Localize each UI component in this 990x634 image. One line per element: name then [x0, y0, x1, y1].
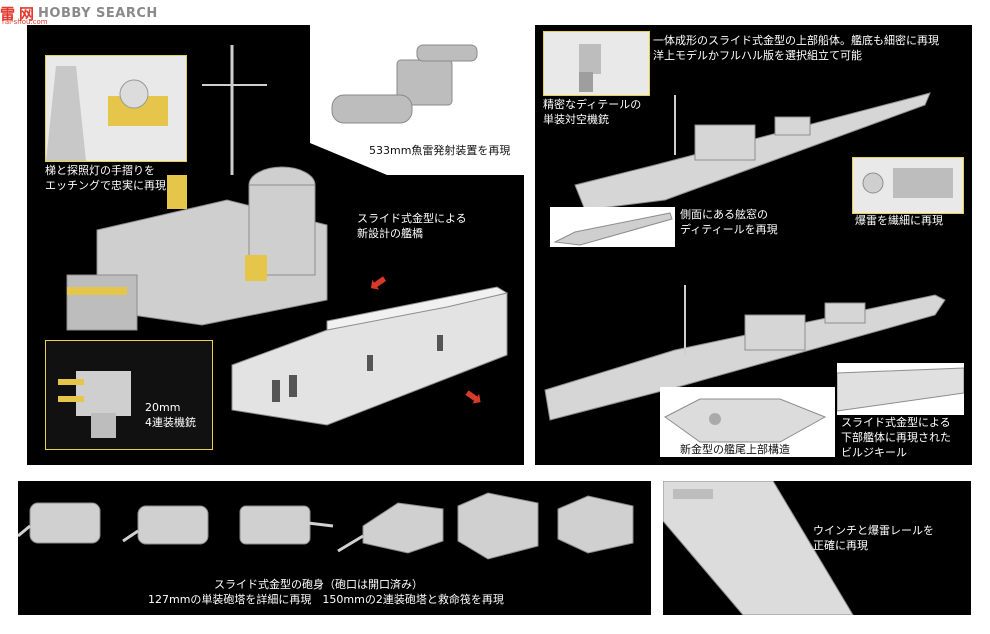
bilge-caption-1: スライド式金型による — [841, 416, 951, 429]
turret-caption-1: スライド式金型の砲身（砲口は開口済み） — [214, 578, 423, 591]
panel-winch: ウインチと爆雷レールを 正確に再現 — [663, 481, 971, 615]
aa-inset — [45, 340, 213, 450]
porthole-caption-1: 側面にある舷窓の — [680, 208, 768, 221]
porthole-caption-2: ディティールを再現 — [680, 223, 778, 236]
aa-caption-2: 4連装機銃 — [145, 416, 196, 429]
ladder-caption-1: 梯と探照灯の手摺りを — [45, 164, 155, 177]
panel-turrets: スライド式金型の砲身（砲口は開口済み） 127mmの単装砲塔を詳細に再現 150… — [18, 481, 651, 615]
aa-gun-art — [46, 341, 212, 449]
single-aa-inset — [543, 31, 650, 96]
bridge-caption-2: 新設計の艦橋 — [357, 227, 423, 240]
turret-caption-2: 127mmの単装砲塔を詳細に再現 150mmの2連装砲塔と救命筏を再現 — [148, 593, 504, 606]
panel-bridge: 533mm魚雷発射装置を再現 梯と探照灯の手摺りを エッチングで忠実に再現 スラ… — [27, 25, 524, 465]
single-aa-caption-1: 精密なディテールの — [543, 98, 642, 111]
stern-inset — [660, 387, 835, 457]
watermark-logo-2: 网 — [19, 4, 35, 23]
bilge-keel-inset — [837, 363, 964, 415]
winch-caption-2: 正確に再現 — [813, 539, 868, 552]
depth-charge-art — [853, 158, 963, 213]
ladder-inset — [45, 55, 187, 162]
winch-caption-1: ウインチと爆雷レールを — [813, 524, 934, 537]
bridge-caption-1: スライド式金型による — [357, 212, 467, 225]
porthole-art — [553, 212, 673, 246]
stern-deck-art — [663, 481, 854, 615]
porthole-inset — [550, 207, 675, 247]
bridge-model — [66, 45, 328, 331]
superstructure-block — [231, 286, 509, 426]
torpedo-box — [310, 25, 524, 175]
bilge-keel-art — [837, 367, 964, 412]
watermark-logo: 雷 — [0, 4, 16, 23]
bilge-caption-3: ビルジキール — [841, 446, 907, 459]
bilge-caption-2: 下部艦体に再現された — [841, 431, 951, 444]
watermark-brand: HOBBY SEARCH — [38, 5, 158, 21]
hull-caption-2: 洋上モデルかフルハル版を選択組立て可能 — [653, 49, 862, 62]
single-aa-caption-2: 単装対空機銃 — [543, 113, 609, 126]
depth-charge-caption: 爆雷を繊細に再現 — [855, 214, 943, 227]
turret-row — [18, 492, 634, 560]
torpedo-caption: 533mm魚雷発射装置を再現 — [369, 144, 511, 157]
depth-charge-inset — [852, 157, 964, 214]
watermark-url: rai-shou.com — [2, 18, 48, 26]
aa-caption-1: 20mm — [145, 401, 181, 414]
full-hull-ship — [544, 285, 946, 421]
watermark: 雷 网 HOBBY SEARCH rai-shou.com — [0, 0, 170, 27]
single-aa-art — [544, 32, 649, 95]
stern-art — [664, 398, 827, 443]
ladder-detail-art — [46, 56, 186, 161]
stern-caption: 新金型の艦尾上部構造 — [680, 443, 790, 456]
ladder-caption-2: エッチングで忠実に再現 — [45, 179, 166, 192]
panel-hull: 精密なディテールの 単装対空機銃 一体成形のスライド式金型の上部船体。艦底も細密… — [535, 25, 972, 465]
hull-caption-1: 一体成形のスライド式金型の上部船体。艦底も細密に再現 — [653, 34, 939, 47]
